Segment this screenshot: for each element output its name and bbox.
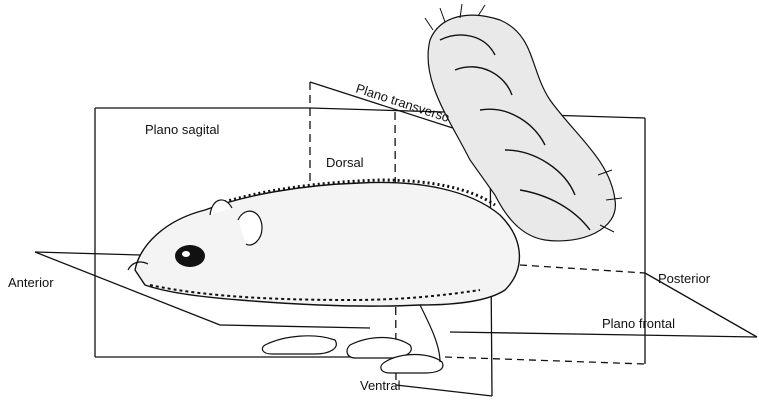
label-frontal-plane: Plano frontal: [602, 316, 675, 331]
label-dorsal: Dorsal: [326, 155, 364, 170]
squirrel-body: [135, 180, 519, 306]
label-sagittal-plane: Plano sagital: [145, 122, 220, 137]
label-anterior: Anterior: [8, 275, 54, 290]
squirrel-legs: [262, 305, 443, 373]
label-posterior: Posterior: [658, 271, 711, 286]
label-ventral: Ventral: [360, 378, 401, 393]
